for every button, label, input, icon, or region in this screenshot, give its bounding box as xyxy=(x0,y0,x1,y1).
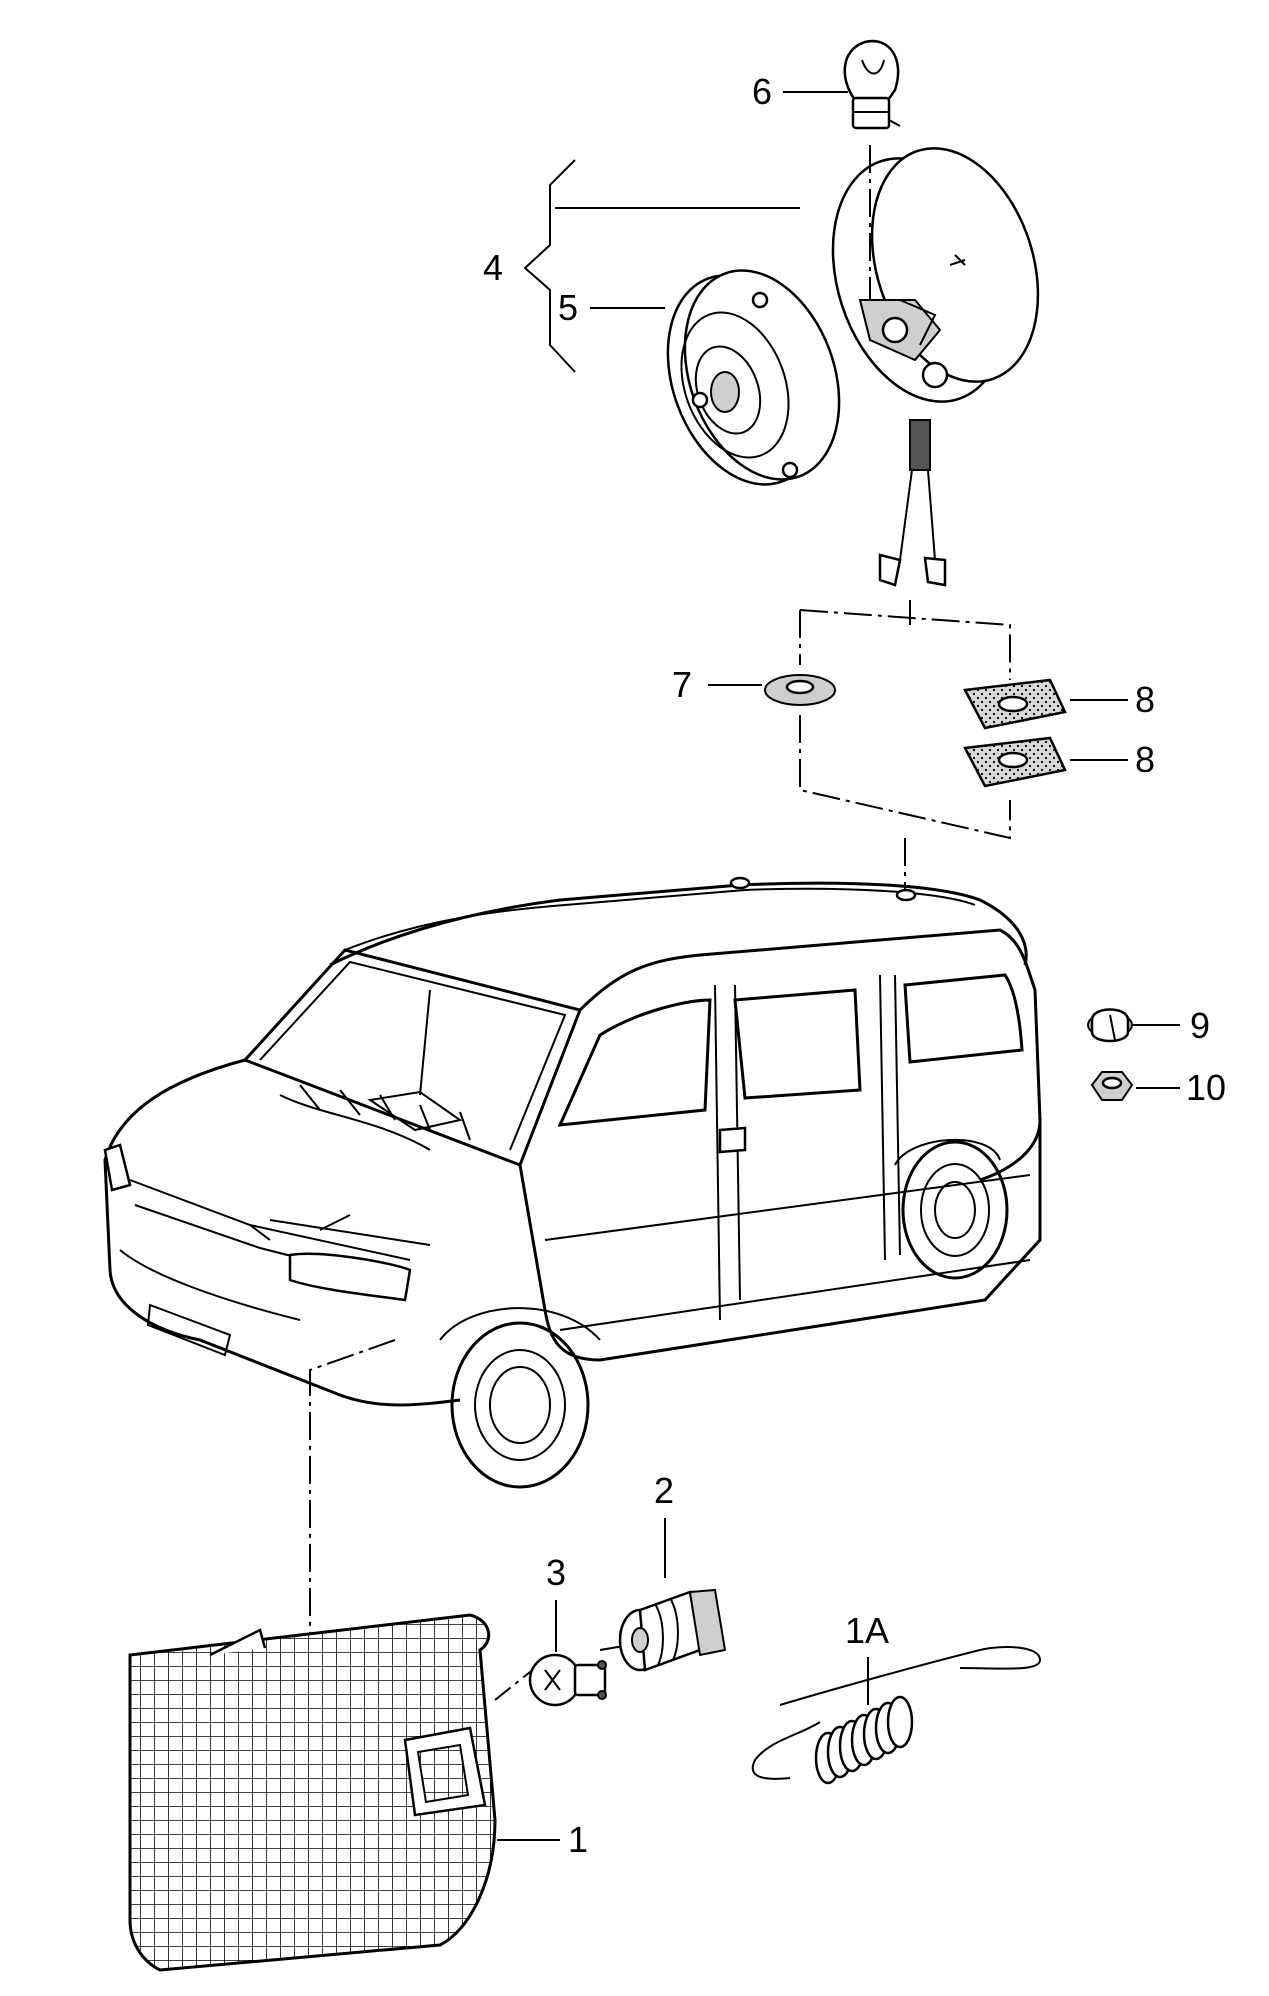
lamp-cover-part-5 xyxy=(666,269,841,486)
label-10: 10 xyxy=(1186,1067,1226,1108)
label-6: 6 xyxy=(752,71,772,112)
label-5: 5 xyxy=(558,287,578,328)
socket-part-2 xyxy=(618,1588,727,1672)
label-4: 4 xyxy=(483,247,503,288)
label-2: 2 xyxy=(654,1470,674,1511)
label-8-lower: 8 xyxy=(1135,739,1155,780)
label-7: 7 xyxy=(672,664,692,705)
pad-part-8-lower xyxy=(963,736,1067,788)
label-3: 3 xyxy=(546,1552,566,1593)
bulb-part-6 xyxy=(843,39,901,130)
bulb-part-3 xyxy=(528,1653,607,1707)
spring-washer-part-9 xyxy=(1087,1008,1133,1043)
van-illustration xyxy=(103,876,1042,1489)
label-9: 9 xyxy=(1190,1005,1210,1046)
lens-part-1 xyxy=(128,1613,497,1972)
spring-part-1a xyxy=(751,1646,1042,1785)
pad-part-8-upper xyxy=(963,678,1067,730)
nut-part-10 xyxy=(1090,1071,1134,1101)
washer-part-7 xyxy=(764,674,836,706)
label-1: 1 xyxy=(568,1819,588,1860)
leader-8 xyxy=(1070,699,1128,761)
lamp-housing-part-4 xyxy=(831,147,1040,587)
bracket-4 xyxy=(523,159,800,373)
label-1a: 1A xyxy=(845,1610,889,1651)
label-8-upper: 8 xyxy=(1135,679,1155,720)
